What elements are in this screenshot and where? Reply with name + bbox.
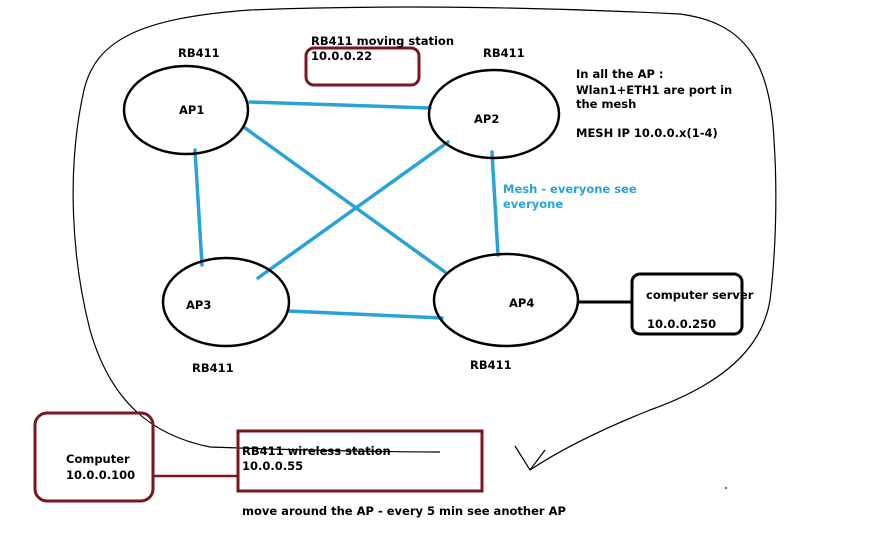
footer-note: move around the AP - every 5 min see ano… [242,504,566,518]
ap4-label: AP4 [509,296,534,310]
moving-station-title: RB411 moving station [311,34,454,48]
boundary-outline [72,6,777,471]
ap3-device-label: RB411 [192,361,234,375]
link-ap2-ap3 [256,140,450,280]
link-ap3-ap4 [286,309,444,320]
server-title: computer server [646,288,754,302]
wireless-station-ip: 10.0.0.55 [242,459,303,473]
mesh-label-line-1: Mesh - everyone see [503,182,637,196]
ap4-device-label: RB411 [470,358,512,372]
note-line-3: the mesh [576,97,636,111]
link-ap1-ap4 [243,126,447,274]
computer-box [33,411,155,503]
computer-title: Computer [66,452,130,466]
stray-dot [725,487,727,489]
ap4-node [432,252,580,348]
moving-station-box [304,46,421,87]
note-line-4: MESH IP 10.0.0.x(1-4) [576,126,718,140]
wireless-station-title: RB411 wireless station [242,444,391,458]
note-line-1: In all the AP : [576,67,664,81]
server-box [630,272,744,336]
server-ip: 10.0.0.250 [647,317,716,331]
boundary-arrowhead [514,445,546,472]
link-ap2-ap4 [490,150,500,257]
ap2-node [427,68,561,160]
ap1-label: AP1 [179,103,204,117]
mesh-links [193,100,500,320]
ap1-device-label: RB411 [178,46,220,60]
link-ap1-ap2 [248,100,432,110]
ap3-node [161,256,291,348]
mesh-label-line-2: everyone [503,197,563,211]
note-line-2: Wlan1+ETH1 are port in [576,83,732,97]
moving-station-ip: 10.0.0.22 [311,49,372,63]
wireless-station-box [236,429,484,493]
ap1-node [122,64,250,156]
ap2-label: AP2 [474,112,499,126]
computer-ip: 10.0.0.100 [66,468,135,482]
link-ap1-ap3 [193,148,204,267]
ap2-device-label: RB411 [483,46,525,60]
ap3-label: AP3 [186,298,211,312]
